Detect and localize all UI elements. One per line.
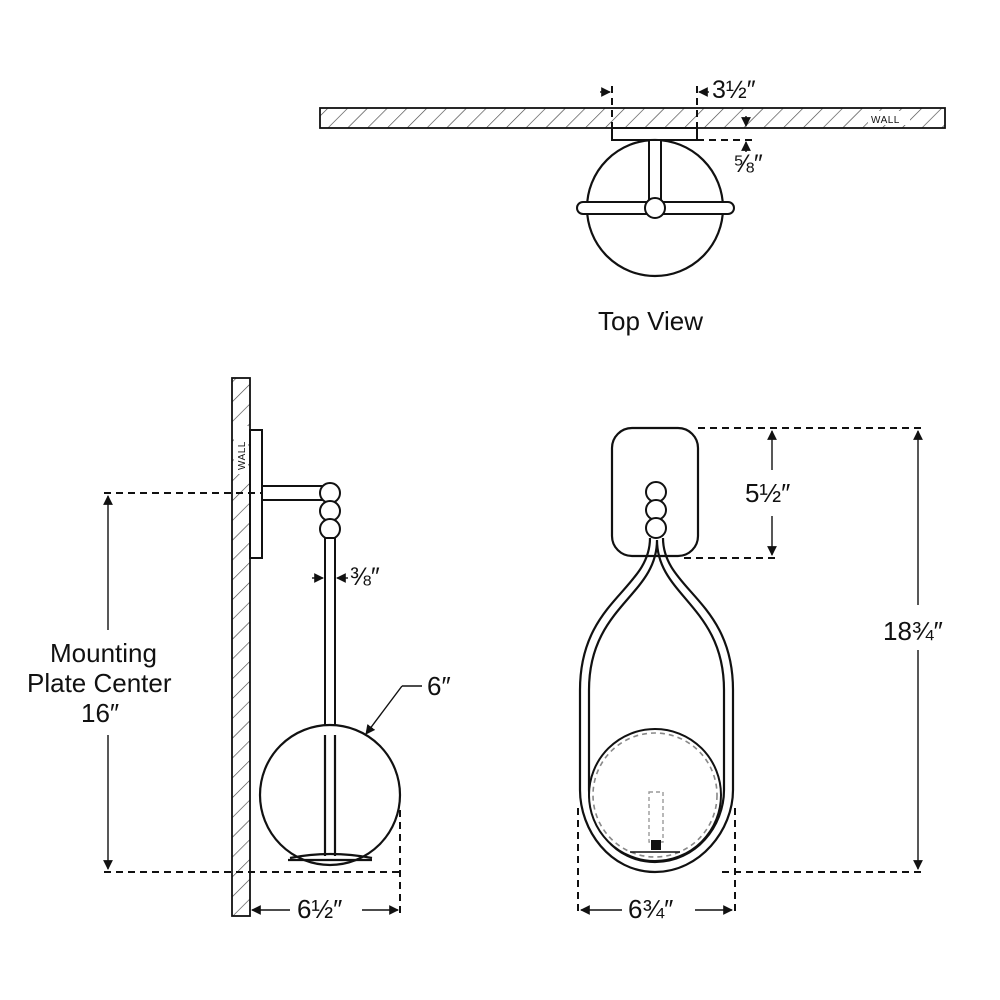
mounting-value-label: 16″: [81, 698, 119, 728]
top-plate-depth-label: 3½″: [712, 76, 756, 104]
mounting-label-line2: Plate Center: [27, 668, 172, 698]
top-wall: [319, 107, 946, 129]
side-wall-label: WALL: [237, 441, 248, 470]
side-wall: [231, 377, 251, 917]
front-bulb: [648, 791, 664, 843]
side-rod-width-label: ⅜″: [350, 563, 380, 591]
mounting-label-line1: Mounting: [50, 638, 157, 668]
front-loop-outer: [578, 537, 735, 874]
side-view: WALL ⅜″ 6″ Mounting Plate Center 16″: [27, 377, 451, 924]
top-hub: [644, 197, 666, 219]
top-view-title: Top View: [598, 306, 703, 336]
top-wall-label: WALL: [871, 115, 900, 126]
front-plate-height-label: 5½″: [745, 478, 790, 508]
front-overall-height-label: 18¾″: [883, 616, 943, 646]
side-globe: [258, 723, 402, 867]
side-projection-label: 6½″: [297, 894, 342, 924]
top-view: WALL 3½″ ⅝″ Top View: [319, 76, 946, 336]
top-arm: [648, 139, 662, 207]
top-mounting-plate: [611, 127, 698, 141]
top-plate-thickness-label: ⅝″: [733, 150, 763, 178]
side-arm: [261, 485, 325, 501]
front-view: 5½″ 18¾″ 6¾″: [577, 426, 943, 924]
front-overall-width-label: 6¾″: [628, 894, 673, 924]
side-globe-diameter-label: 6″: [427, 671, 451, 701]
